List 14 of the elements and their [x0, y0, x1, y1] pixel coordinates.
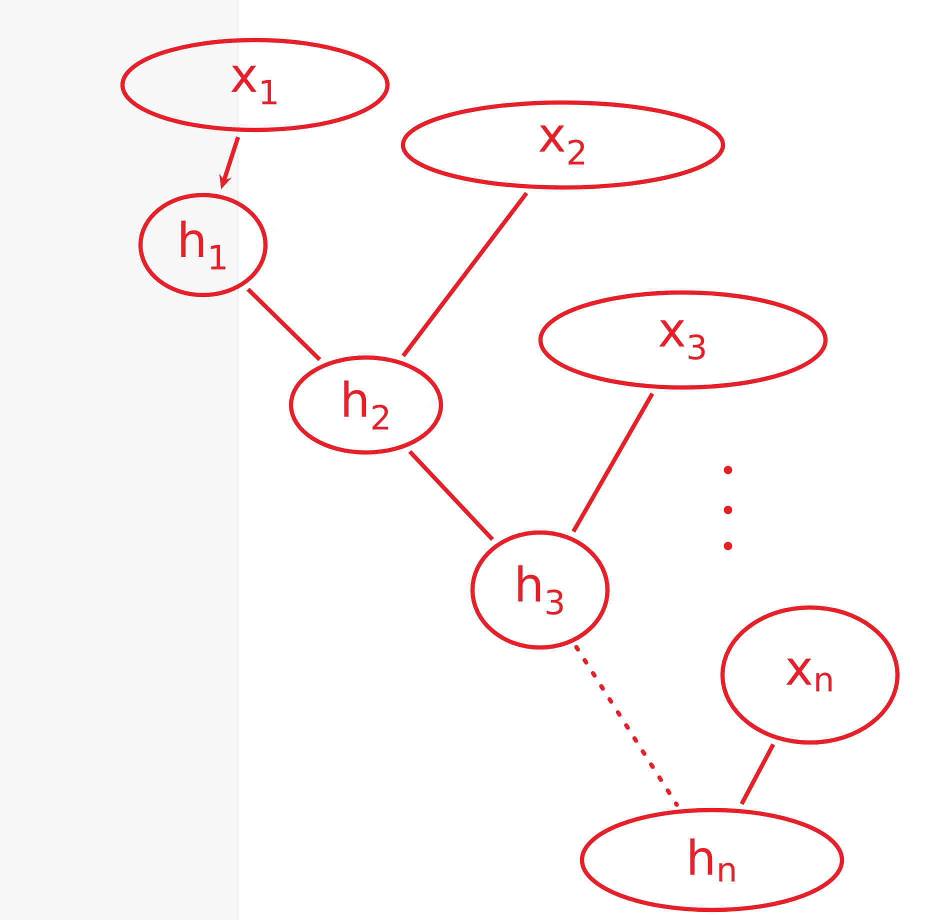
connector: [572, 392, 654, 533]
ellipse-node: h$_{1}$: [138, 192, 268, 298]
connector: [402, 192, 528, 358]
ellipse-node: h$_{3}$: [470, 530, 610, 650]
ellipse-node: x$_{n}$: [720, 605, 900, 745]
ellipse-node: x$_{3}$: [538, 290, 828, 390]
ellipse-node: x$_{1}$: [120, 38, 390, 132]
connector: [574, 644, 679, 807]
ellipse-node: h$_{n}$: [580, 808, 844, 912]
ellipse-node: h$_{2}$: [288, 355, 444, 455]
connector: [408, 450, 494, 541]
ellipse-node: x$_{2}$: [400, 100, 726, 190]
connector: [740, 743, 776, 806]
connector: [246, 288, 322, 362]
